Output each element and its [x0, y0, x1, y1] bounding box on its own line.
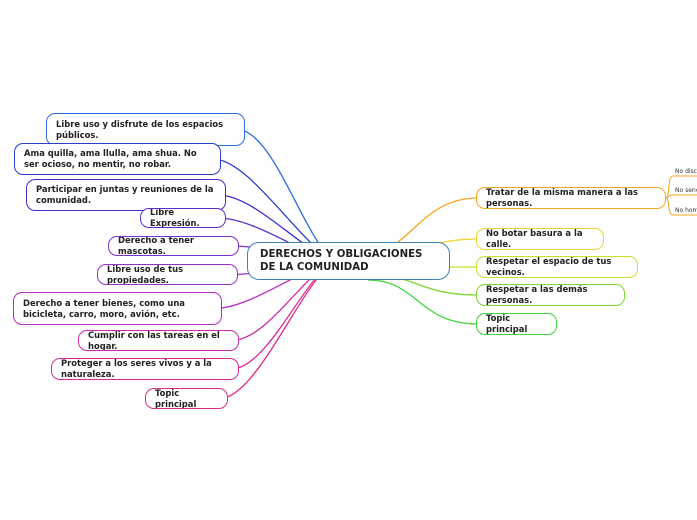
topic-right-3[interactable]: Respetar el espacio de tus vecinos.	[476, 256, 638, 278]
topic-right-5[interactable]: Topic principal	[476, 313, 557, 335]
subtopic-3[interactable]: No hombre	[673, 205, 697, 215]
connector-sub-3	[665, 197, 697, 216]
connector-left-10	[219, 260, 341, 400]
topic-label: Respetar a las demás personas.	[486, 284, 588, 305]
topic-label: Participar en juntas y reuniones de la c…	[36, 184, 214, 205]
topic-label: Tratar de la misma manera a las personas…	[486, 187, 638, 208]
connector-sub-1	[665, 175, 697, 199]
topic-label: Libre uso de tus propiedades.	[107, 264, 184, 285]
topic-label: Respetar el espacio de tus vecinos.	[486, 256, 612, 277]
topic-left-5[interactable]: Derecho a tener mascotas.	[108, 236, 239, 256]
topic-label: Libre uso y disfrute de los espacios púb…	[56, 118, 224, 140]
topic-label: No botar basura a la calle.	[486, 228, 583, 249]
connector-sub-2	[665, 194, 697, 199]
topic-label: Ama quilla, ama llulla, ama shua. No ser…	[24, 148, 197, 169]
topic-left-9[interactable]: Proteger a los seres vivos y a la natura…	[51, 358, 239, 380]
topic-label: Topic principal	[155, 388, 197, 409]
topic-label: Proteger a los seres vivos y a la natura…	[61, 358, 212, 379]
topic-left-1[interactable]: Libre uso y disfrute de los espacios púb…	[46, 113, 245, 146]
subtopic-label: No sencillo	[675, 186, 697, 194]
topic-right-4[interactable]: Respetar a las demás personas.	[476, 284, 625, 306]
topic-left-3[interactable]: Participar en juntas y reuniones de la c…	[26, 179, 226, 211]
topic-label: Libre Expresión.	[150, 208, 200, 228]
topic-left-6[interactable]: Libre uso de tus propiedades.	[97, 264, 238, 285]
subtopic-label: No hombre	[675, 206, 697, 214]
central-topic-label: DERECHOS Y OBLIGACIONES DE LA COMUNIDAD	[260, 249, 423, 273]
connector-right-5	[367, 279, 479, 325]
subtopic-2[interactable]: No sencillo	[673, 185, 697, 195]
topic-left-10[interactable]: Topic principal	[145, 388, 228, 409]
topic-right-1[interactable]: Tratar de la misma manera a las personas…	[476, 187, 666, 209]
subtopic-label: No discriminar	[675, 167, 697, 175]
topic-label: Derecho a tener bienes, como una bicicle…	[23, 297, 185, 319]
topic-right-2[interactable]: No botar basura a la calle.	[476, 228, 604, 250]
topic-left-8[interactable]: Cumplir con las tareas en el hogar.	[78, 330, 239, 351]
topic-left-7[interactable]: Derecho a tener bienes, como una bicicle…	[13, 292, 222, 325]
topic-label: Cumplir con las tareas en el hogar.	[88, 330, 220, 351]
topic-label: Topic principal	[486, 313, 528, 334]
subtopic-1[interactable]: No discriminar	[673, 166, 697, 176]
topic-left-4[interactable]: Libre Expresión.	[140, 208, 226, 228]
central-topic[interactable]: DERECHOS Y OBLIGACIONES DE LA COMUNIDAD	[247, 242, 450, 280]
topic-left-2[interactable]: Ama quilla, ama llulla, ama shua. No ser…	[14, 143, 221, 175]
topic-label: Derecho a tener mascotas.	[118, 236, 195, 256]
